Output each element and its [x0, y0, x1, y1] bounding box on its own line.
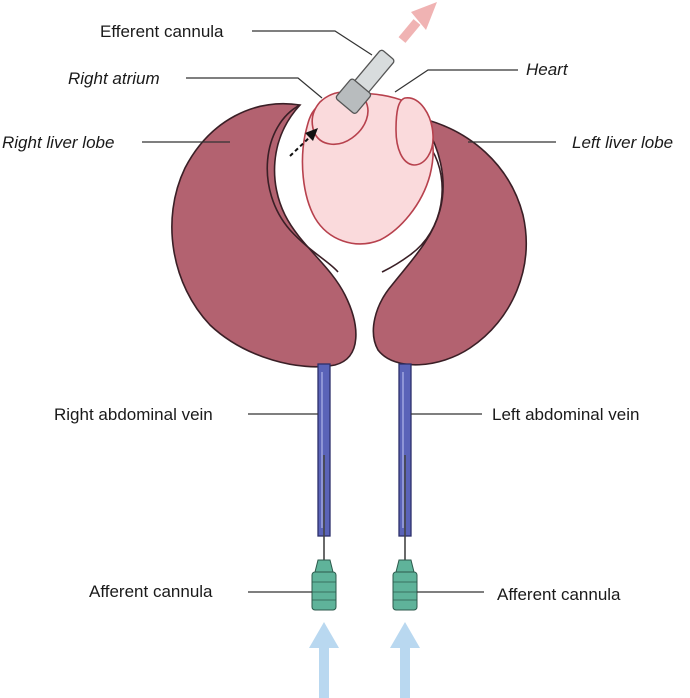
efferent-cannula	[335, 49, 395, 114]
efferent-cannula-label: Efferent cannula	[100, 22, 224, 41]
left-afferent-cannula	[392, 559, 418, 611]
right-liver-lobe-label: Right liver lobe	[2, 133, 114, 152]
right-abdominal-vein-label: Right abdominal vein	[54, 405, 213, 424]
right-liver-lobe	[171, 103, 357, 368]
left-lobe-inner-line	[381, 149, 443, 273]
left-liver-lobe-label: Left liver lobe	[572, 133, 673, 152]
left-inflow-arrow	[390, 622, 420, 698]
right-atrium-leader	[186, 77, 323, 99]
efferent-cannula-leader	[252, 30, 373, 56]
left-afferent-cannula-label: Afferent cannula	[497, 585, 621, 604]
left-abdominal-vein-label: Left abdominal vein	[492, 405, 639, 424]
right-afferent-cannula	[311, 559, 337, 611]
right-lobe-inner-line	[266, 104, 339, 273]
heart-label: Heart	[526, 60, 569, 79]
right-atrium-label: Right atrium	[68, 69, 160, 88]
right-afferent-cannula-label: Afferent cannula	[89, 582, 213, 601]
atrium-flow-arrow	[289, 128, 318, 157]
heart-appendage	[395, 97, 434, 166]
outflow-arrow	[398, 2, 437, 43]
right-inflow-arrow	[309, 622, 339, 698]
heart-leader	[394, 69, 518, 93]
